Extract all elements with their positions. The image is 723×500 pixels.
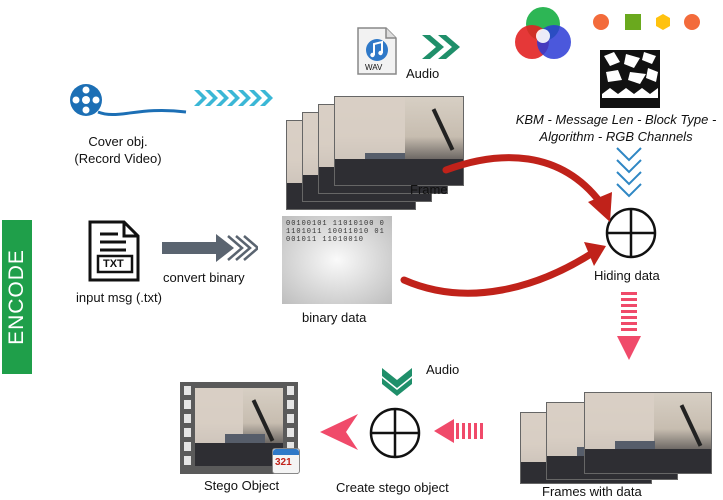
block-pattern-icon bbox=[600, 50, 660, 108]
red-curved-arrow-bottom bbox=[398, 228, 608, 308]
txt-badge: TXT bbox=[103, 258, 124, 270]
cover-line-1: Cover obj. bbox=[88, 134, 148, 149]
kbm-parameters-text: KBM - Message Len - Block Type - Algorit… bbox=[508, 111, 723, 145]
codec-badge: 321 bbox=[275, 457, 292, 468]
chevrons-down-icon bbox=[614, 146, 644, 204]
red-curved-arrow-top bbox=[440, 150, 620, 230]
hiding-data-xor-icon bbox=[604, 206, 658, 260]
audio-top-label: Audio bbox=[406, 66, 440, 81]
encode-side-label: ENCODE bbox=[2, 220, 32, 374]
stego-frame-image bbox=[195, 388, 283, 466]
kbm-line-1: KBM - Message Len - Block Type - bbox=[515, 112, 717, 127]
hiding-data-label: Hiding data bbox=[594, 268, 660, 283]
cyan-chevrons-icon bbox=[194, 88, 274, 108]
input-msg-label: input msg (.txt) bbox=[76, 290, 162, 305]
wav-file-icon: WAV bbox=[356, 26, 398, 76]
film-reel-icon bbox=[68, 82, 188, 126]
frame-image bbox=[584, 392, 712, 474]
media-player-icon: 321 bbox=[272, 448, 300, 474]
double-chevron-right-icon bbox=[420, 33, 462, 61]
binary-text: 00100101 11010100 01101011 10011010 0100… bbox=[286, 220, 385, 244]
frame-image bbox=[334, 96, 464, 186]
convert-arrow-icon bbox=[162, 232, 258, 264]
txt-file-icon: TXT bbox=[86, 218, 142, 284]
rgb-circles-icon bbox=[512, 4, 574, 62]
convert-binary-label: convert binary bbox=[163, 270, 245, 285]
stego-object-filmstrip: 321 bbox=[180, 382, 300, 474]
shapes-icon bbox=[592, 12, 704, 32]
green-chevrons-down-icon bbox=[380, 366, 414, 396]
pink-arrow-left bbox=[434, 418, 486, 444]
create-stego-xor-icon bbox=[368, 406, 422, 460]
cover-line-2: (Record Video) bbox=[74, 151, 162, 166]
video-frames-stack bbox=[286, 96, 464, 210]
binary-data-label: binary data bbox=[302, 310, 367, 325]
frame-label: Frame bbox=[410, 182, 448, 197]
binary-data-image: 00100101 11010100 01101011 10011010 0100… bbox=[282, 216, 392, 304]
kbm-line-2: Algorithm - RGB Channels bbox=[539, 129, 693, 144]
audio-bottom-label: Audio bbox=[426, 362, 460, 377]
create-stego-label: Create stego object bbox=[336, 480, 449, 495]
cover-object-label: Cover obj. (Record Video) bbox=[68, 133, 168, 167]
frames-with-data-stack bbox=[520, 388, 712, 484]
wav-badge: WAV bbox=[365, 63, 383, 72]
encode-text: ENCODE bbox=[5, 249, 28, 345]
stego-object-label: Stego Object bbox=[204, 478, 280, 493]
pink-arrow-down bbox=[616, 292, 642, 362]
frames-with-data-label: Frames with data bbox=[542, 484, 642, 499]
pink-arrowhead-left bbox=[320, 414, 360, 450]
